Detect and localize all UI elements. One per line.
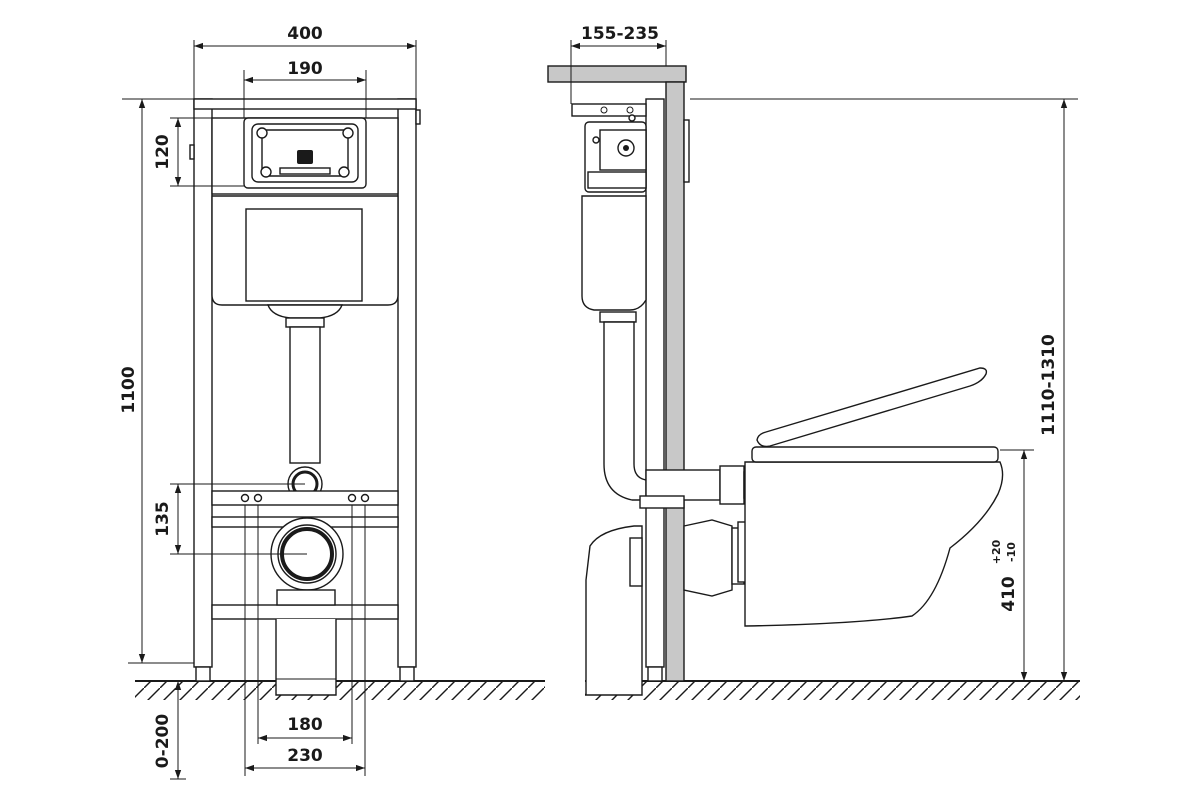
side-view: 155-235 1110-1310 410 +20 -10 [547,24,1080,700]
dim-width-bolts-outer: 230 [287,746,323,766]
front-view: 400 190 1100 120 135 0-200 180 230 [119,24,545,780]
dim-height-button-zone: 120 [153,134,173,170]
dim-height-range: 1110-1310 [1039,334,1059,436]
side-extension-lines [570,40,1078,451]
cistern [211,195,399,319]
dim-bowl-height: 410 [999,576,1019,612]
toilet-bowl [744,367,1004,627]
dim-floor-adjustment: 0-200 [153,714,173,769]
side-dimension-lines [571,42,1068,681]
front-extension-lines [122,40,417,780]
side-valve-head [584,114,647,193]
frame-uprights [189,98,421,682]
dim-wall-depth: 155-235 [581,24,659,44]
dim-bowl-height-tol-lower: -10 [1005,542,1018,562]
dim-bowl-height-tol-upper: +20 [990,539,1003,564]
side-drain [585,519,769,696]
front-dimension-lines [138,42,416,779]
dim-height-total: 1100 [119,366,139,413]
dim-width-bolts-inner: 180 [287,715,323,735]
dim-width-total: 400 [287,24,323,44]
flush-pipe [285,317,325,502]
button-panel [211,117,399,195]
wall [547,65,690,682]
side-cistern [581,195,647,323]
front-floor [135,680,545,700]
side-frame [571,98,665,682]
dim-width-button-plate: 190 [287,59,323,79]
dim-height-outlet-offset: 135 [153,501,173,537]
side-floor [585,680,1080,700]
